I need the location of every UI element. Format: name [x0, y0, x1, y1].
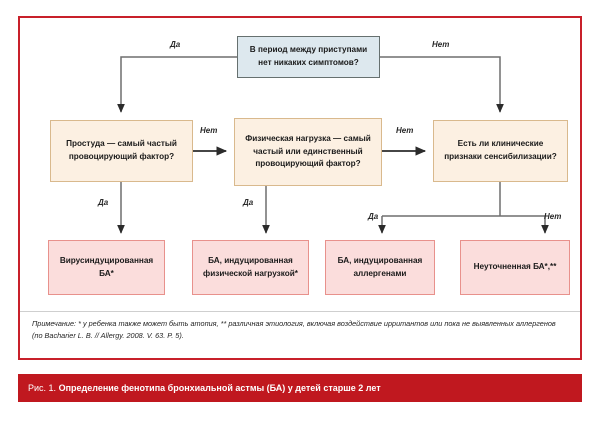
- edge-label-exercise-yes: Да: [243, 198, 254, 207]
- edge-label-sensitization-yes: Да: [368, 212, 379, 221]
- decision-box-sensitization: Есть ли клинические признаки сенсибилиза…: [433, 120, 568, 182]
- outcome-box-exercise-induced: БА, индуцированная физической нагрузкой*: [192, 240, 309, 295]
- decision-box-exercise-trigger: Физическая нагрузка — самый частый или е…: [234, 118, 382, 186]
- outcome-allergen-line-1: БА, индуцированная: [337, 255, 423, 265]
- decision-sensit-line-1: Есть ли клинические: [457, 139, 544, 149]
- caption-number: Рис. 1.: [28, 383, 57, 393]
- decision-cold-line-2: провоцирующий фактор?: [68, 152, 175, 161]
- edge-label-exercise-no: Нет: [396, 126, 414, 135]
- outcome-exercise-line-2: физической нагрузкой*: [203, 268, 298, 278]
- figure-caption-bar: Рис. 1. Определение фенотипа бронхиально…: [18, 374, 582, 402]
- footnote-line-1: Примечание: * у ребенка также может быть…: [32, 319, 556, 328]
- edge-label-top-yes: Да: [170, 40, 181, 49]
- decision-exercise-line-2: частый или единственный: [253, 146, 363, 156]
- outcome-box-unspecified: Неуточненная БА*,**: [460, 240, 570, 295]
- outcome-viral-line-1: Вирусиндуцированная: [59, 255, 154, 265]
- question-line-1: В период между приступами: [249, 45, 368, 55]
- outcome-exercise-line-1: БА, индуцированная: [208, 255, 293, 265]
- decision-sensit-line-2: признаки сенсибилизации?: [444, 152, 557, 161]
- footnote-divider: [20, 311, 580, 312]
- decision-box-cold-trigger: Простуда — самый частый провоцирующий фа…: [50, 120, 193, 182]
- outcome-box-virus-induced: Вирусиндуцированная БА*: [48, 240, 165, 295]
- outcome-allergen-line-2: аллергенами: [353, 268, 407, 278]
- outcome-box-allergen-induced: БА, индуцированная аллергенами: [325, 240, 435, 295]
- edge-label-cold-yes: Да: [98, 198, 109, 207]
- outcome-unspec-line-1: Неуточненная БА*,**: [473, 262, 557, 272]
- decision-cold-line-1: Простуда — самый частый: [66, 139, 177, 149]
- question-box-symptom-free: В период между приступами нет никаких си…: [237, 36, 380, 78]
- question-line-2: нет никаких симптомов?: [258, 58, 359, 67]
- decision-exercise-line-1: Физическая нагрузка — самый: [245, 133, 371, 143]
- outcome-viral-line-2: БА*: [99, 268, 114, 278]
- edge-label-cold-no: Нет: [200, 126, 218, 135]
- decision-exercise-line-3: провоцирующий фактор?: [255, 159, 361, 169]
- edge-label-sensitization-no: Нет: [544, 212, 562, 221]
- footnote-line-2: (по Bacharier L. B. // Allergy. 2008. V.…: [32, 331, 184, 341]
- caption-title: Определение фенотипа бронхиальной астмы …: [58, 383, 381, 393]
- edge-label-top-no: Нет: [432, 40, 450, 49]
- figure-footnote: Примечание: * у ребенка также может быть…: [32, 318, 572, 342]
